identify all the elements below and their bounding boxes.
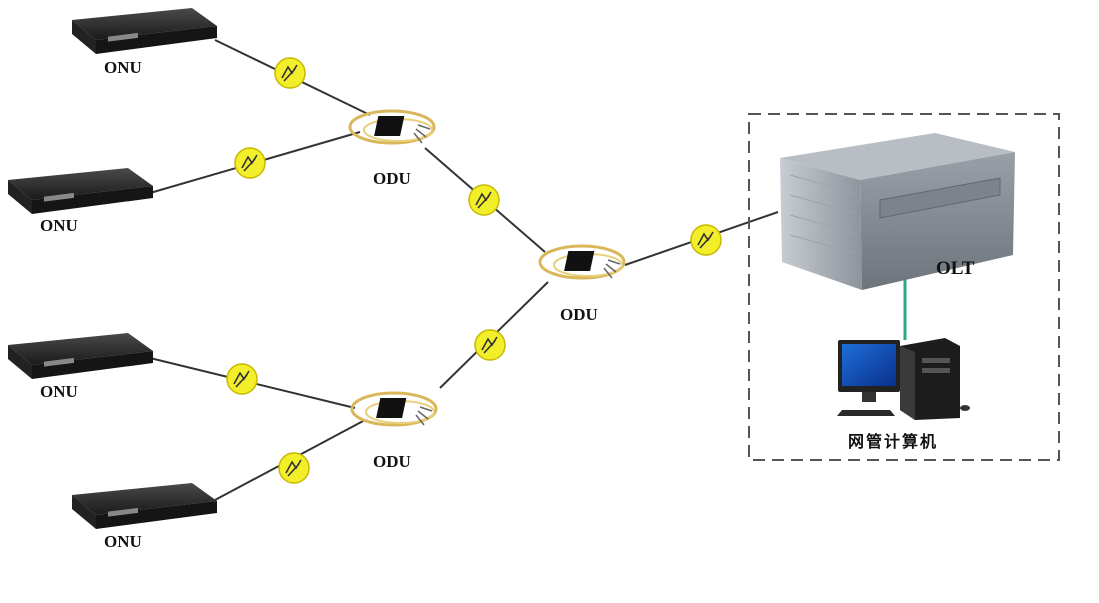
onu-device-icon	[72, 483, 217, 529]
odu-splitter-icon	[538, 244, 626, 280]
olt-chassis-icon	[780, 133, 1015, 290]
odu-splitter-icon	[348, 109, 436, 145]
fiber-connector-icon	[274, 57, 306, 89]
olt-label: OLT	[936, 258, 975, 279]
fiber-connector-icon	[474, 329, 506, 361]
nms-computer-label: 网管计算机	[848, 432, 939, 451]
fiber-connector-icon	[226, 363, 258, 395]
odu-label: ODU	[373, 452, 411, 471]
odu-label: ODU	[560, 305, 598, 324]
odu-label: ODU	[373, 169, 411, 188]
onu-device-icon	[72, 8, 217, 54]
onu-device-icon	[8, 333, 153, 379]
onu-device-icon	[8, 168, 153, 214]
fiber-connector-icon	[468, 184, 500, 216]
onu-label: ONU	[40, 216, 78, 235]
fiber-connector-icon	[278, 452, 310, 484]
onu-label: ONU	[104, 532, 142, 551]
odu-splitter-icon	[350, 391, 438, 427]
onu-label: ONU	[104, 58, 142, 77]
onu-label: ONU	[40, 382, 78, 401]
fiber-connector-icon	[234, 147, 266, 179]
connectors	[226, 57, 722, 484]
olt-site-boundary	[748, 113, 1060, 461]
desktop-computer-icon	[837, 338, 970, 420]
fiber-links	[149, 39, 779, 501]
fiber-connector-icon	[690, 224, 722, 256]
